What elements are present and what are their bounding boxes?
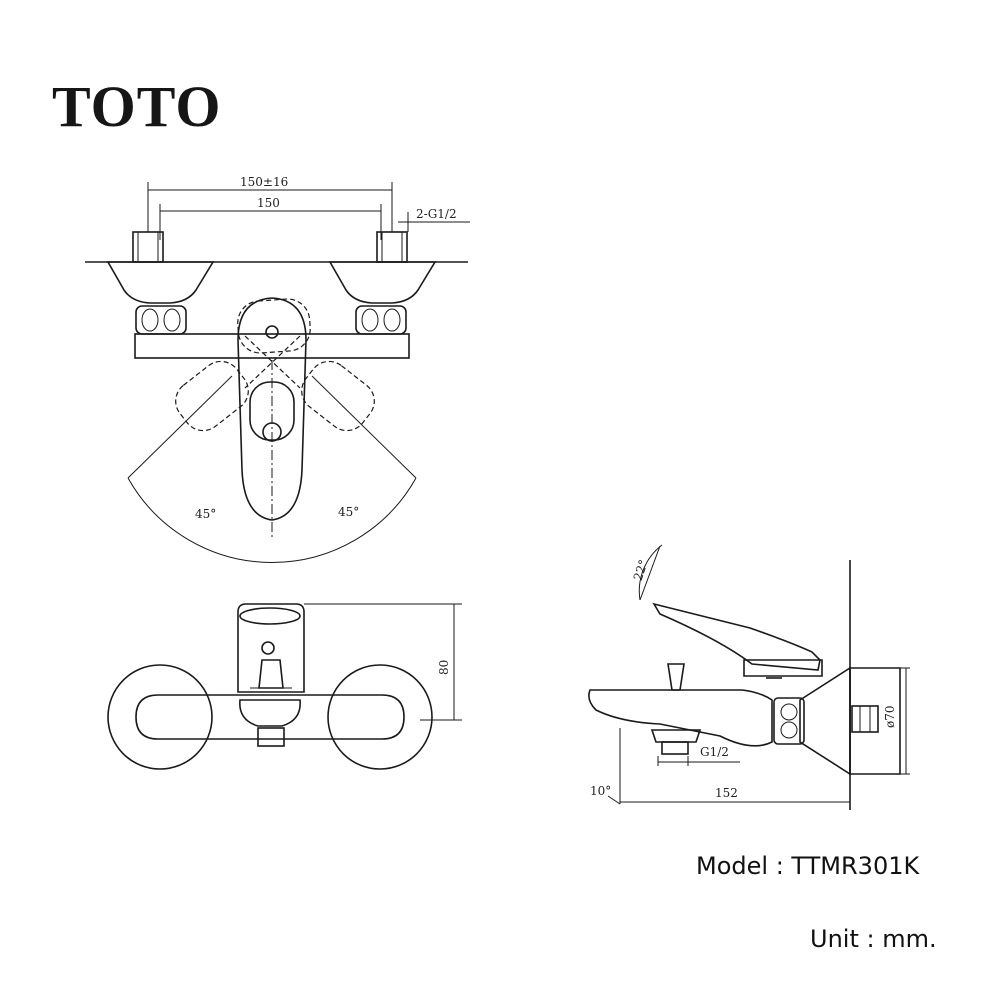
dim-front-height: 80 bbox=[437, 660, 451, 675]
unit-label: Unit : mm. bbox=[810, 925, 937, 953]
front-view: 80 bbox=[107, 603, 462, 770]
dim-outlet-thread: G1/2 bbox=[700, 745, 729, 759]
top-view: 150±16 150 2-G1/2 bbox=[85, 175, 470, 563]
angle-right-label: 45° bbox=[338, 505, 359, 519]
dim-flange-diameter: ø70 bbox=[883, 706, 897, 729]
angle-spout-label: 10° bbox=[590, 784, 611, 798]
model-label: Model : TTMR301K bbox=[696, 852, 920, 880]
side-view: 22° ø70 G1/2 10° 152 bbox=[588, 544, 910, 810]
dim-side-length: 152 bbox=[715, 786, 738, 800]
dim-center-width: 150 bbox=[257, 196, 280, 210]
angle-left-label: 45° bbox=[195, 507, 216, 521]
dim-inlet-thread: 2-G1/2 bbox=[416, 207, 457, 221]
angle-handle-label: 22° bbox=[631, 558, 651, 583]
dim-overall-width: 150±16 bbox=[240, 175, 288, 189]
toto-logo: TOTO bbox=[52, 74, 222, 139]
